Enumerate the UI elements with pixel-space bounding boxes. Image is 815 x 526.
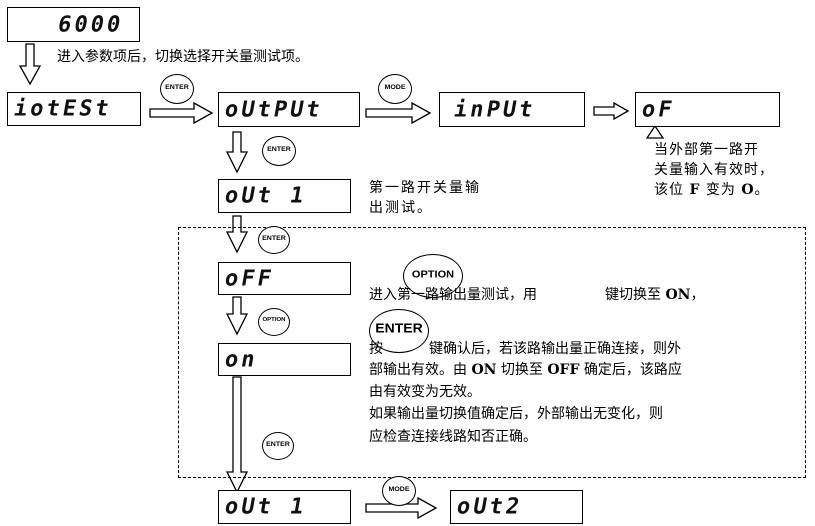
enter-button-4: ENTER: [262, 432, 294, 460]
display-input: inPUt: [439, 92, 585, 127]
output-test-line-6: 应检查连接线路知否正确。: [369, 429, 537, 445]
mode-button-2: MODE: [382, 476, 416, 506]
option-button-inline: OPTION: [403, 254, 463, 298]
display-output: oUtPUt: [218, 92, 360, 127]
instruction-select-io-test: 进入参数项后，切换选择开关量测试项。: [57, 49, 309, 65]
enter-button-inline: ENTER: [369, 309, 429, 353]
display-on: on: [218, 343, 351, 376]
pointer-triangle: [645, 124, 665, 139]
display-out2: oUt2: [450, 490, 583, 524]
enter-button-1: ENTER: [160, 74, 194, 104]
output-test-line-4: 由有效变为无效。: [369, 384, 481, 400]
output-test-line-5: 如果输出量切换值确定后，外部输出无变化，则: [369, 406, 663, 422]
enter-button-3: ENTER: [258, 226, 290, 254]
display-off: oFF: [218, 262, 351, 295]
enter-button-2: ENTER: [262, 136, 296, 166]
output-test-line-1: 进入第一路输出量测试，用键切换至 ON，: [369, 287, 705, 303]
output-test-line-3: 部输出有效。由 ON 切换至 OFF 确定后，该路应: [369, 362, 682, 378]
arrow-right-1: [149, 101, 214, 125]
arrow-right-3: [593, 101, 630, 121]
display-iotest: iotESt: [7, 92, 141, 126]
arrow-down-5: [225, 376, 249, 494]
arrow-right-2: [365, 101, 432, 125]
display-out1: oUt 1: [218, 179, 351, 213]
input-note: 当外部第一路开 关量输入有效时， 该位 F 变为 O。: [654, 142, 774, 198]
display-6000: 6000: [7, 7, 140, 42]
out1-note: 第一路开关量输 出测试。: [369, 180, 481, 216]
arrow-down-4: [225, 296, 249, 336]
display-of: oF: [635, 92, 780, 127]
display-out1-return: oUt 1: [218, 490, 351, 524]
mode-button-1: MODE: [378, 74, 412, 104]
output-test-line-2: 按键确认后，若该路输出量正确连接，则外: [369, 341, 681, 357]
arrow-right-4: [365, 496, 438, 520]
arrow-down-2: [225, 131, 249, 174]
test-region-dashed-box: [178, 227, 806, 478]
option-button-1: OPTION: [258, 308, 290, 336]
arrow-down-1: [18, 43, 42, 86]
arrow-down-3: [225, 215, 249, 254]
